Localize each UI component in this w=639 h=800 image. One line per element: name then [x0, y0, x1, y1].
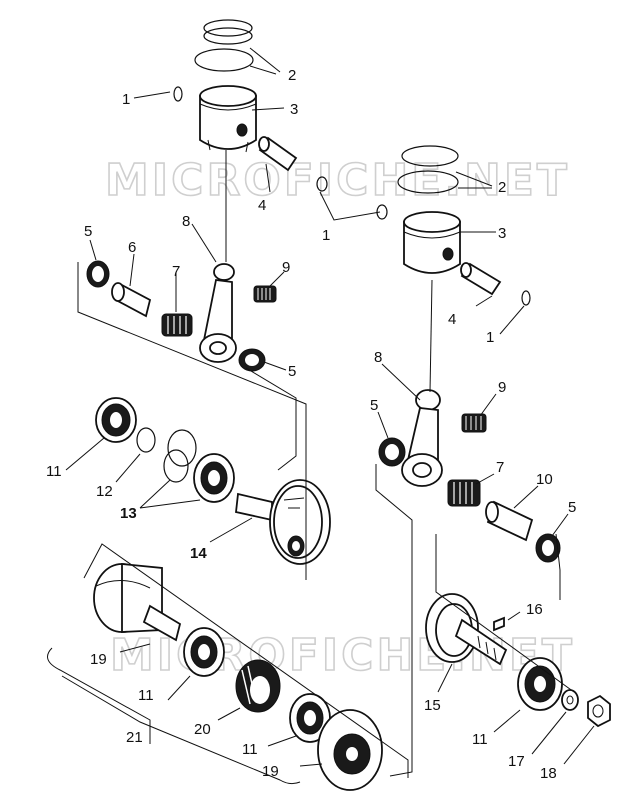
callout-18: 18 [540, 765, 557, 782]
callout-6: 6 [128, 239, 136, 256]
main-bearing-right [517, 657, 563, 711]
snap-rings-13 [163, 429, 197, 483]
callout-4: 4 [448, 311, 456, 328]
crank-bearing-right [447, 479, 481, 507]
piston-pin-clip-left-a [173, 86, 183, 102]
piston-pin-left [258, 136, 298, 172]
callout-3: 3 [290, 101, 298, 118]
callout-13: 13 [120, 505, 137, 522]
callout-7: 7 [172, 263, 180, 280]
callout-8: 8 [182, 213, 190, 230]
watermark-bottom: MICROFICHE.NET [110, 630, 575, 681]
crank-bearing-left [161, 313, 193, 337]
labyrinth-seal-20 [235, 659, 281, 713]
callout-2: 2 [288, 67, 296, 84]
bearing-sleeve-left [111, 282, 152, 318]
callout-5: 5 [288, 363, 296, 380]
piston-pin-right [460, 262, 502, 296]
small-end-bearing-left [253, 285, 277, 303]
watermark-top: MICROFICHE.NET [105, 155, 570, 206]
callout-20: 20 [194, 721, 211, 738]
callout-11: 11 [472, 731, 488, 748]
piston-ring-set-left [194, 19, 254, 72]
callout-11: 11 [46, 463, 62, 480]
piston-pin-clip-right-a [376, 204, 388, 220]
callout-8: 8 [374, 349, 382, 366]
callout-16: 16 [526, 601, 543, 618]
callout-9: 9 [282, 259, 290, 276]
callout-1: 1 [122, 91, 130, 108]
crankshaft-half-19-bottom [317, 709, 383, 791]
piston-pin-clip-left-b [316, 176, 328, 192]
callout-5: 5 [84, 223, 92, 240]
thrust-washer-right-a [378, 437, 406, 467]
callout-19: 19 [262, 763, 279, 780]
leader-lines [47, 47, 595, 785]
callout-12: 12 [96, 483, 113, 500]
callout-2: 2 [498, 179, 506, 196]
callout-11: 11 [138, 687, 154, 704]
piston-left [199, 85, 257, 153]
callout-7: 7 [496, 459, 504, 476]
bearing-sleeve-right [485, 500, 534, 542]
callout-1: 1 [486, 329, 494, 346]
main-bearing-bottom-a [183, 627, 225, 677]
callout-labels: 1 2 3 4 1 2 3 4 1 5 6 7 8 9 5 8 9 5 7 10… [46, 67, 576, 782]
crankshaft-half-15 [425, 593, 508, 666]
thrust-washer-right-b [535, 533, 561, 563]
callout-4: 4 [258, 197, 266, 214]
callout-1: 1 [322, 227, 330, 244]
thrust-washer-left-a [86, 260, 110, 288]
small-end-bearing-right [461, 413, 487, 433]
connecting-rod-right [401, 389, 443, 487]
piston-ring-set-right [397, 145, 459, 194]
callout-21: 21 [126, 729, 143, 746]
callout-3: 3 [498, 225, 506, 242]
callout-10: 10 [536, 471, 553, 488]
callout-14: 14 [190, 545, 207, 562]
piston-right [403, 211, 461, 274]
main-bearing-bottom-b [289, 693, 331, 743]
callout-17: 17 [508, 753, 525, 770]
callout-5: 5 [370, 397, 378, 414]
nut-18 [587, 694, 611, 728]
crankshaft-half-19-top [93, 563, 182, 642]
thrust-washer-left-b [238, 348, 266, 372]
callout-11: 11 [242, 741, 258, 758]
connecting-rod-left [199, 263, 237, 363]
callout-15: 15 [424, 697, 441, 714]
callout-5: 5 [568, 499, 576, 516]
retaining-ring-12 [136, 427, 156, 453]
main-bearing-left-top [95, 397, 137, 443]
callout-9: 9 [498, 379, 506, 396]
piston-pin-clip-right-b [521, 290, 531, 306]
callout-19: 19 [90, 651, 107, 668]
main-bearing-left-mid [193, 453, 235, 503]
woodruff-key-16 [493, 616, 505, 632]
crankshaft-half-14 [235, 479, 331, 565]
washer-17 [561, 689, 579, 711]
